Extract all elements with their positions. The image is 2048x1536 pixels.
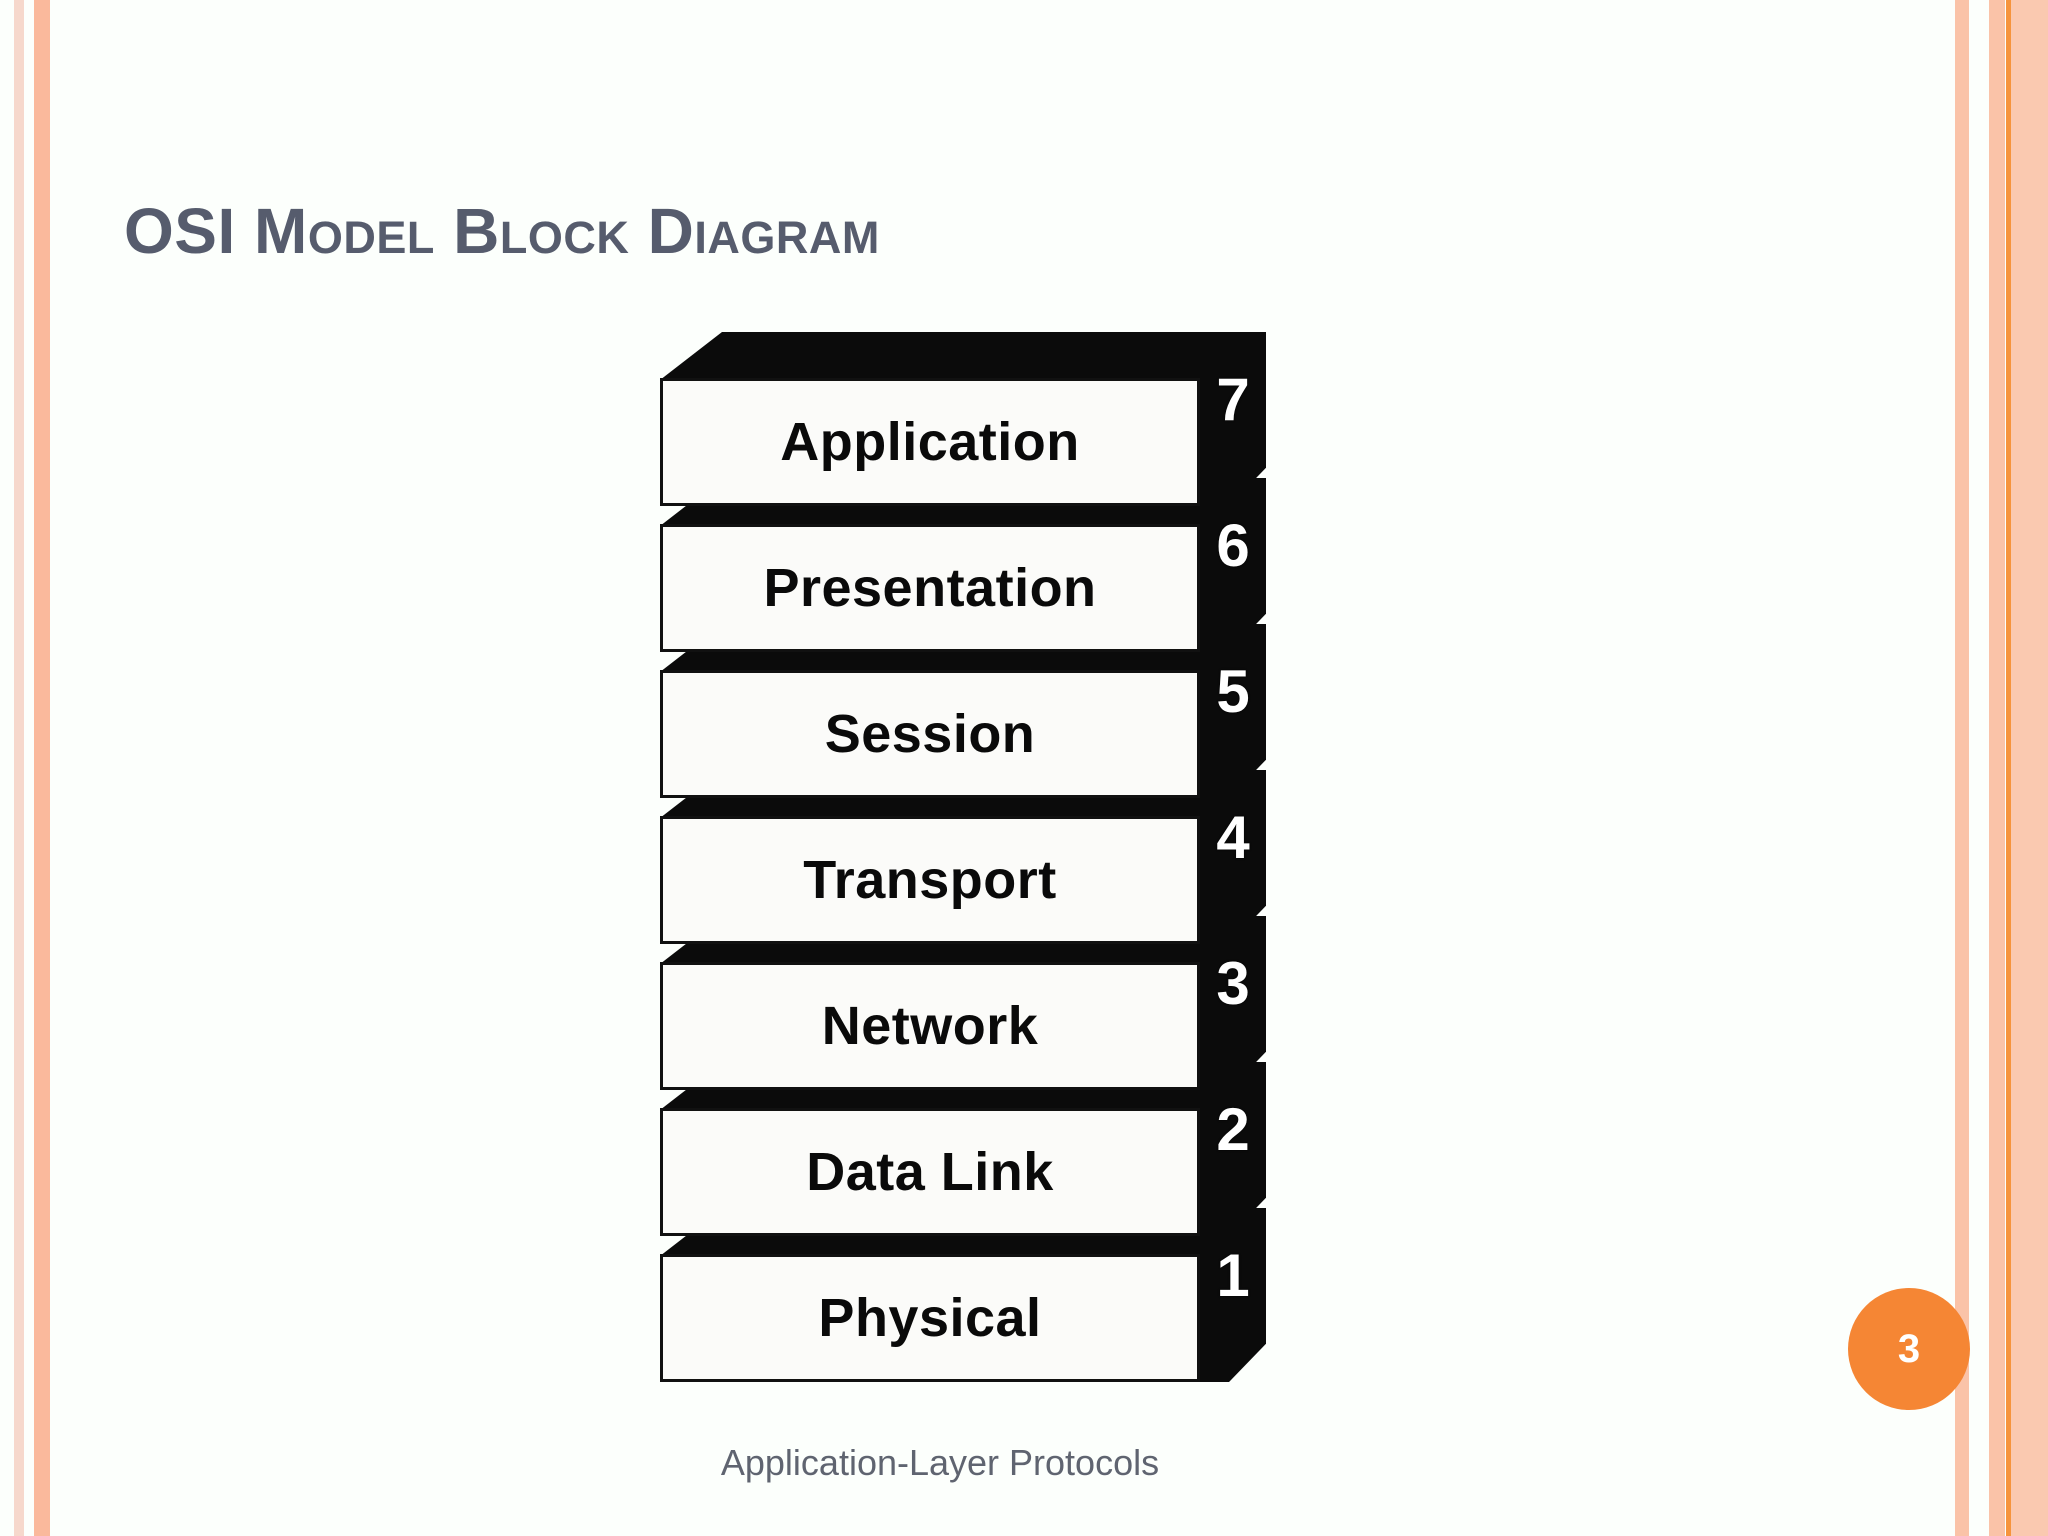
layer-front-face: Transport: [660, 816, 1200, 944]
osi-layer-physical: 1 Physical: [660, 1208, 1266, 1382]
layer-number-6: 6: [1216, 512, 1250, 579]
layer-side-face: [1200, 770, 1266, 944]
layer-top-face: [660, 332, 1200, 380]
decorative-stripe-right-accent-line: [2006, 0, 2011, 1536]
layer-label-data-link: Data Link: [806, 1142, 1054, 1202]
osi-layer-presentation: 6 Presentation: [660, 478, 1266, 652]
layer-front-face: Presentation: [660, 524, 1200, 652]
decorative-stripe-left-outer: [34, 0, 50, 1536]
layer-number-4: 4: [1216, 804, 1250, 871]
layer-front-face: Session: [660, 670, 1200, 798]
layer-side-face: [1200, 478, 1266, 652]
decorative-stripe-left-inner: [14, 0, 24, 1536]
layer-number-3: 3: [1216, 950, 1250, 1017]
diagram-caption: Application-Layer Protocols: [720, 1442, 1160, 1483]
layer-label-application: Application: [780, 412, 1080, 472]
layer-side-face: [1200, 916, 1266, 1090]
decorative-stripe-right-2: [1989, 0, 2005, 1536]
layer-label-physical: Physical: [818, 1288, 1042, 1348]
layer-number-5: 5: [1216, 658, 1250, 725]
osi-layer-data-link: 2 Data Link: [660, 1062, 1266, 1236]
osi-layer-transport: 4 Transport: [660, 770, 1266, 944]
page-title: OSI Model Block Diagram: [124, 195, 880, 267]
layer-side-face: [1200, 332, 1266, 506]
layer-side-face: [1200, 1062, 1266, 1236]
layer-front-face: Network: [660, 962, 1200, 1090]
layer-front-face: Data Link: [660, 1108, 1200, 1236]
layer-number-1: 1: [1216, 1242, 1250, 1309]
layer-label-network: Network: [821, 996, 1039, 1056]
osi-layer-application: 7 Application: [660, 332, 1266, 506]
layer-number-2: 2: [1216, 1096, 1250, 1163]
osi-layer-session: 5 Session: [660, 624, 1266, 798]
layer-side-face: [1200, 1208, 1266, 1382]
layer-front-face: Physical: [660, 1254, 1200, 1382]
decorative-stripe-right-3: [2011, 0, 2048, 1536]
layer-label-session: Session: [824, 704, 1036, 764]
layer-label-presentation: Presentation: [763, 558, 1097, 618]
layer-number-7: 7: [1216, 366, 1250, 433]
page-number-badge: 3: [1848, 1288, 1970, 1410]
osi-layer-network: 3 Network: [660, 916, 1266, 1090]
decorative-stripe-right-1: [1955, 0, 1969, 1536]
layer-label-transport: Transport: [803, 850, 1057, 910]
layer-front-face: Application: [660, 378, 1200, 506]
osi-layer-stack: 7 Application 6 Presentation 5 Session 4: [660, 332, 1300, 1398]
layer-side-face: [1200, 624, 1266, 798]
